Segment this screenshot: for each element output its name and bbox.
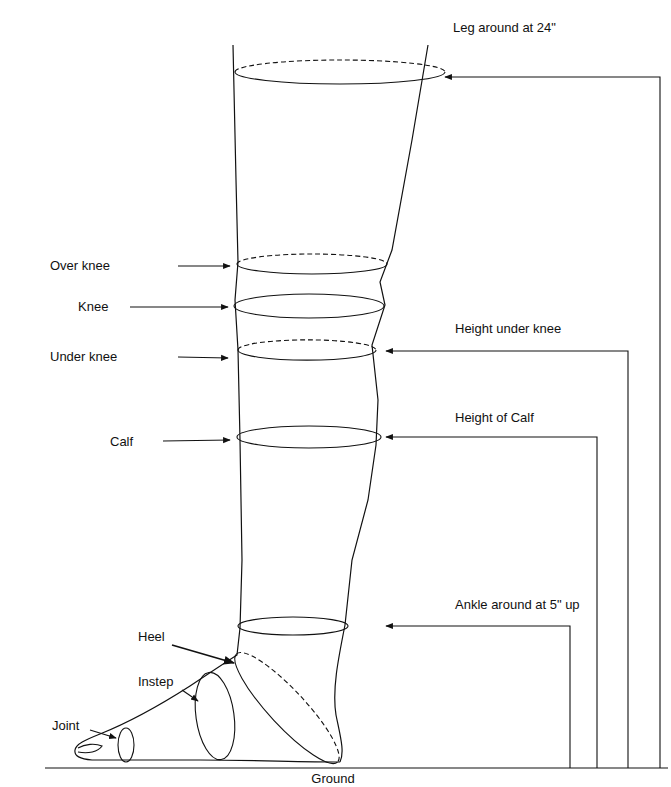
ground-line — [45, 767, 668, 768]
part-label: Calf — [110, 434, 133, 450]
part-label: Over knee — [50, 258, 110, 274]
part-label: Knee — [78, 299, 108, 315]
part-label: Heel — [138, 629, 165, 645]
measure-label: Ankle around at 5" up — [455, 597, 580, 613]
measure-label: Height under knee — [455, 321, 561, 337]
part-label: Instep — [138, 674, 173, 690]
part-label: Under knee — [50, 349, 117, 365]
ground-label: Ground — [311, 771, 354, 787]
leg-outline — [75, 45, 428, 762]
part-label: Joint — [52, 718, 79, 734]
measure-rings — [118, 60, 445, 774]
measure-label: Leg around at 24" — [453, 20, 556, 36]
leader-lines — [90, 77, 660, 768]
measure-label: Height of Calf — [455, 410, 534, 426]
